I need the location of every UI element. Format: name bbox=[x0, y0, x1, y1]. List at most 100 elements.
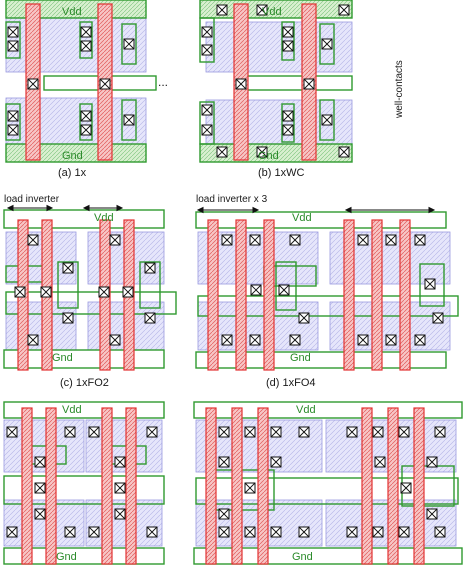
metal-wire bbox=[199, 101, 215, 145]
contact-icon bbox=[256, 146, 268, 158]
contact-cross bbox=[221, 334, 233, 346]
contact-icon bbox=[62, 262, 74, 274]
contact-cross bbox=[414, 234, 426, 246]
contact-icon bbox=[385, 334, 397, 346]
contact-cross bbox=[372, 426, 384, 438]
metal-wire bbox=[243, 75, 353, 91]
contact-cross bbox=[298, 526, 310, 538]
contact-cross bbox=[7, 40, 19, 52]
poly-gate bbox=[21, 407, 33, 565]
poly-gate bbox=[343, 219, 355, 371]
load-arrow-d bbox=[196, 206, 436, 214]
contact-cross bbox=[346, 426, 358, 438]
contact-cross bbox=[278, 284, 290, 296]
metal-wire bbox=[3, 401, 165, 419]
contact-cross bbox=[414, 334, 426, 346]
contact-icon bbox=[34, 456, 46, 468]
contact-icon bbox=[201, 26, 213, 38]
contact-cross bbox=[80, 40, 92, 52]
contact-cross bbox=[34, 456, 46, 468]
contact-icon bbox=[434, 526, 446, 538]
contact-cross bbox=[282, 124, 294, 136]
contact-cross bbox=[321, 114, 333, 126]
load-inverter-note-d: load inverter x 3 bbox=[196, 194, 268, 205]
continuation-dots: ... bbox=[158, 75, 168, 89]
contact-cross bbox=[146, 526, 158, 538]
contact-cross bbox=[27, 334, 39, 346]
contact-cross bbox=[201, 26, 213, 38]
poly-gate bbox=[205, 407, 217, 565]
metal-wire bbox=[197, 295, 459, 317]
contact-icon bbox=[144, 262, 156, 274]
panel-1xwc-layout bbox=[199, 0, 353, 163]
contact-icon bbox=[282, 124, 294, 136]
contact-icon bbox=[6, 426, 18, 438]
metal-wire bbox=[3, 475, 165, 505]
contact-icon bbox=[426, 456, 438, 468]
contact-cross bbox=[6, 526, 18, 538]
contact-icon bbox=[250, 284, 262, 296]
poly-gate bbox=[413, 407, 425, 565]
panel-bottom-left-layout bbox=[3, 401, 165, 565]
contact-icon bbox=[216, 4, 228, 16]
contact-cross bbox=[64, 426, 76, 438]
contact-cross bbox=[235, 78, 247, 90]
metal-wire bbox=[57, 261, 79, 309]
contact-cross bbox=[7, 110, 19, 122]
diffusion-region bbox=[5, 231, 77, 285]
contact-icon bbox=[414, 334, 426, 346]
contact-cross bbox=[398, 426, 410, 438]
contact-icon bbox=[201, 124, 213, 136]
contact-icon bbox=[249, 234, 261, 246]
vdd-label-f: Vdd bbox=[296, 404, 316, 416]
contact-cross bbox=[346, 526, 358, 538]
contact-icon bbox=[338, 146, 350, 158]
contact-cross bbox=[244, 426, 256, 438]
contact-icon bbox=[144, 312, 156, 324]
metal-wire bbox=[3, 547, 165, 565]
poly-gate bbox=[387, 407, 399, 565]
contact-icon bbox=[321, 38, 333, 50]
poly-gate bbox=[371, 219, 383, 371]
contact-icon bbox=[289, 234, 301, 246]
contact-cross bbox=[338, 146, 350, 158]
contact-cross bbox=[398, 526, 410, 538]
contact-cross bbox=[114, 508, 126, 520]
contact-icon bbox=[218, 526, 230, 538]
contact-icon bbox=[7, 110, 19, 122]
poly-gate bbox=[235, 219, 247, 371]
diffusion-region bbox=[85, 499, 163, 547]
contact-cross bbox=[7, 26, 19, 38]
contact-cross bbox=[321, 38, 333, 50]
contact-cross bbox=[338, 4, 350, 16]
metal-wire bbox=[5, 291, 177, 315]
contact-icon bbox=[98, 286, 110, 298]
panel-1x-layout bbox=[5, 0, 157, 163]
contact-icon bbox=[218, 426, 230, 438]
contact-icon bbox=[109, 234, 121, 246]
poly-gate bbox=[207, 219, 219, 371]
contact-cross bbox=[123, 38, 135, 50]
metal-wire bbox=[5, 21, 21, 59]
contact-cross bbox=[216, 146, 228, 158]
contact-cross bbox=[357, 234, 369, 246]
contact-icon bbox=[278, 284, 290, 296]
contact-cross bbox=[122, 286, 134, 298]
contact-cross bbox=[88, 526, 100, 538]
metal-wire bbox=[319, 23, 335, 65]
metal-wire bbox=[199, 17, 215, 63]
contact-icon bbox=[256, 4, 268, 16]
poly-gate bbox=[257, 407, 269, 565]
gnd-label-a: Gnd bbox=[62, 150, 83, 162]
contact-cross bbox=[80, 124, 92, 136]
contact-cross bbox=[218, 426, 230, 438]
contact-icon bbox=[374, 456, 386, 468]
contact-icon bbox=[27, 78, 39, 90]
contact-cross bbox=[27, 78, 39, 90]
contact-icon bbox=[244, 482, 256, 494]
contact-icon bbox=[298, 526, 310, 538]
contact-cross bbox=[424, 278, 436, 290]
contact-cross bbox=[201, 124, 213, 136]
contact-icon bbox=[385, 234, 397, 246]
